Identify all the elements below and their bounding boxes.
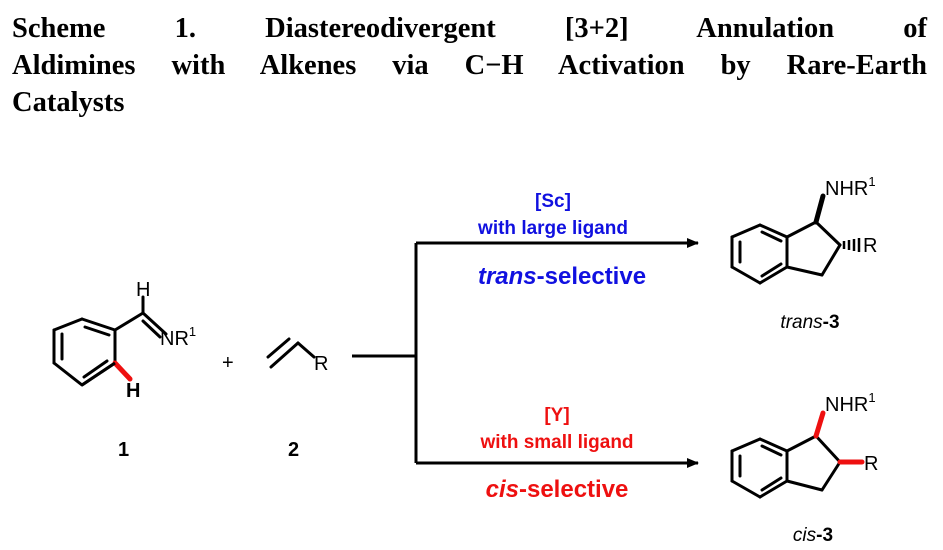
compound-1-label: 1 bbox=[118, 439, 129, 461]
cis-nhr-label: NHR1 bbox=[825, 390, 876, 416]
trans-nh-wedge-bond bbox=[813, 193, 826, 225]
bottom-catalyst-label: [Y] bbox=[544, 405, 569, 426]
top-ligand-label: with large ligand bbox=[477, 218, 628, 239]
cis-nh-bond-red bbox=[813, 410, 826, 439]
aldimine-h-label: H bbox=[136, 279, 150, 301]
cis-product-structure bbox=[730, 434, 842, 499]
alkene-r-label: R bbox=[314, 353, 328, 375]
bottom-ligand-label: with small ligand bbox=[479, 432, 633, 453]
trans-hashed-bond bbox=[842, 238, 861, 252]
trans-nhr-label: NHR1 bbox=[825, 174, 876, 200]
branch-arrow-lines bbox=[352, 243, 418, 463]
compound-2-label: 2 bbox=[288, 439, 299, 461]
top-selectivity-label: trans-selective bbox=[478, 263, 646, 290]
trans-product-structure bbox=[730, 220, 842, 285]
cis-3-label: cis-3 bbox=[793, 525, 833, 546]
top-catalyst-label: [Sc] bbox=[535, 191, 571, 212]
scheme-title-line-3: Catalysts bbox=[12, 87, 125, 118]
ortho-ch-bond bbox=[112, 360, 133, 382]
ortho-h-label: H bbox=[126, 380, 140, 402]
trans-3-label: trans-3 bbox=[780, 312, 839, 333]
aldimine-n-label: NR1 bbox=[160, 324, 196, 350]
scheme-title-line-1: Scheme 1. Diastereodivergent [3+2] Annul… bbox=[12, 13, 927, 44]
aldimine-structure bbox=[52, 295, 168, 387]
alkene-structure bbox=[266, 337, 316, 369]
cis-r-label: R bbox=[864, 453, 878, 475]
trans-r-label: R bbox=[863, 235, 877, 257]
scheme-title: Scheme 1. Diastereodivergent [3+2] Annul… bbox=[12, 10, 927, 121]
ring-bond bbox=[81, 361, 116, 387]
plus-sign: + bbox=[222, 352, 234, 374]
bottom-selectivity-label: cis-selective bbox=[486, 476, 629, 503]
scheme-title-line-2: Aldimines with Alkenes via C−H Activatio… bbox=[12, 50, 927, 81]
